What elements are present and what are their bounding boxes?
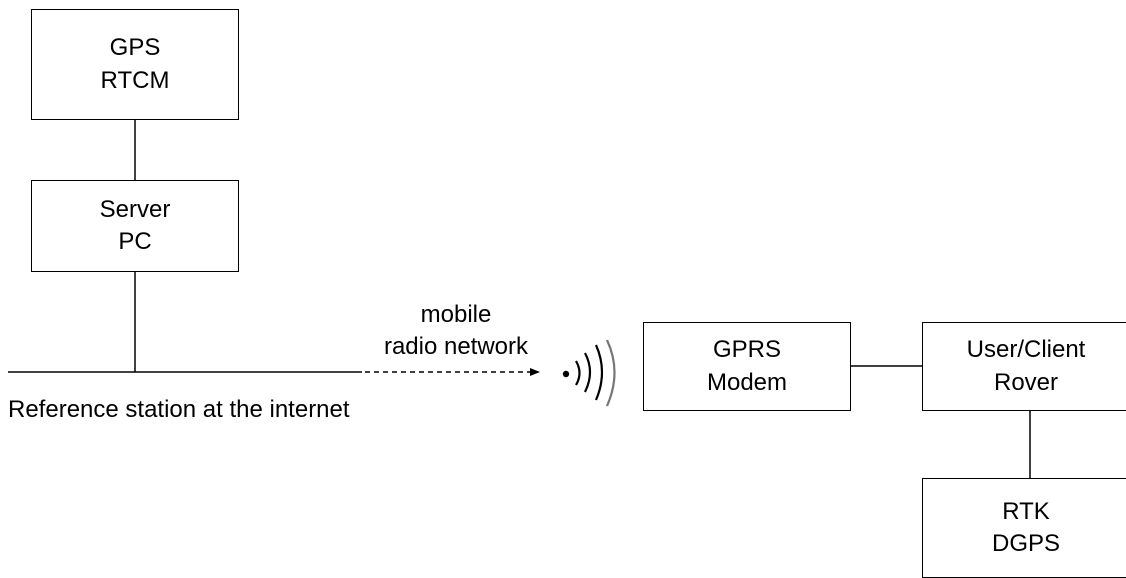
rtk-dgps-line1: RTK bbox=[1002, 497, 1050, 525]
user-client-rover-box: User/Client Rover bbox=[922, 322, 1126, 411]
gprs-modem-line2: Modem bbox=[706, 368, 788, 396]
network-label-line2: radio network bbox=[383, 333, 529, 361]
gprs-modem-box: GPRS Modem bbox=[643, 322, 851, 411]
gprs-modem-line1: GPRS bbox=[712, 336, 781, 364]
mobile-radio-network-label: mobile radio network bbox=[358, 299, 554, 364]
radio-wave-icon bbox=[562, 339, 616, 407]
connector-layer bbox=[8, 120, 1031, 478]
server-pc-box: Server PC bbox=[31, 180, 239, 272]
server-pc-line1: Server bbox=[99, 195, 171, 223]
network-diagram: GPS RTCM Server PC GPRS Modem User/Clien… bbox=[8, 9, 1126, 578]
reference-station-label: Reference station at the internet bbox=[8, 396, 350, 423]
rtk-dgps-box: RTK DGPS bbox=[922, 478, 1126, 578]
network-label-line1: mobile bbox=[420, 301, 492, 328]
user-client-rover-line1: User/Client bbox=[966, 336, 1086, 364]
gps-rtcm-box: GPS RTCM bbox=[31, 9, 239, 120]
gps-rtcm-line2: RTCM bbox=[100, 66, 170, 94]
rtk-dgps-line2: DGPS bbox=[991, 530, 1060, 557]
gps-rtcm-line1: GPS bbox=[109, 34, 161, 62]
user-client-rover-line2: Rover bbox=[993, 368, 1059, 396]
server-pc-line2: PC bbox=[118, 228, 152, 255]
wireless-link-arrowhead bbox=[530, 368, 540, 376]
